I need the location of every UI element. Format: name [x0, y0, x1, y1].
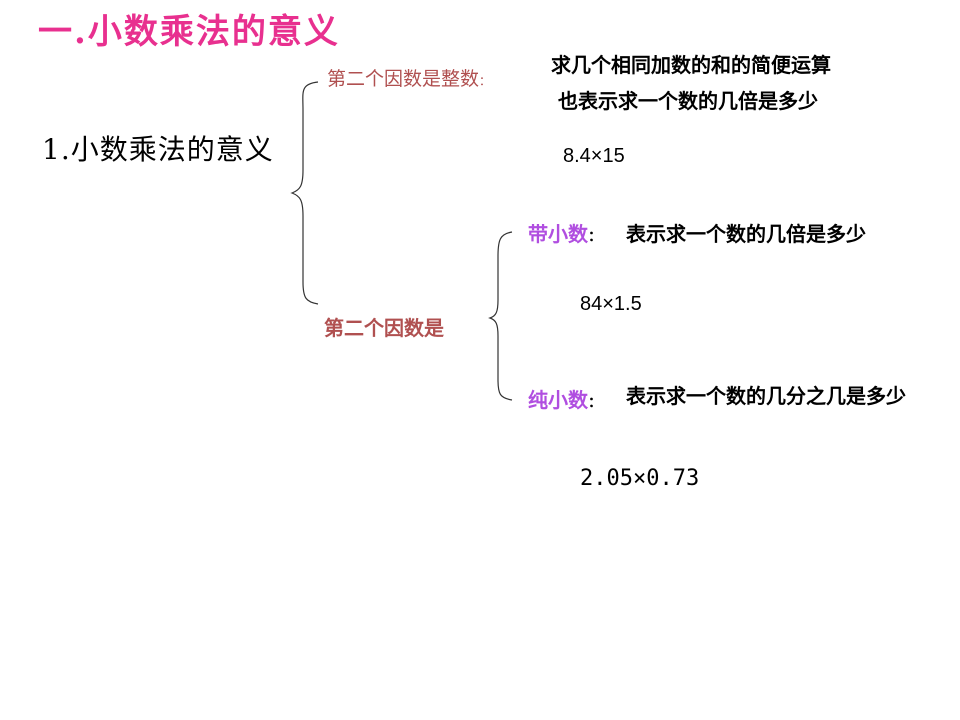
mixed-decimal-label: 带小数： [528, 218, 602, 247]
pure-decimal-colon: ： [588, 395, 602, 411]
mixed-decimal-example: 84×1.5 [580, 293, 642, 315]
branch-integer-label: 第二个因数是整数： [327, 64, 491, 91]
integer-desc-sum: 求几个相同加数的和的简便运算 [551, 53, 831, 77]
slide-title: 一.小数乘法的意义 [38, 12, 340, 52]
mixed-decimal-desc: 表示求一个数的几倍是多少 [626, 222, 866, 246]
branch-decimal-label: 第二个因数是 [324, 316, 444, 340]
branch-integer-colon: ： [479, 74, 492, 88]
main-brace [290, 81, 319, 305]
pure-decimal-text: 纯小数 [528, 388, 588, 412]
sub-brace [488, 231, 513, 401]
integer-example: 8.4×15 [563, 145, 625, 167]
pure-decimal-label: 纯小数： [528, 384, 602, 413]
branch-integer-text: 第二个因数是整数 [327, 68, 480, 90]
main-topic-label: 1.小数乘法的意义 [42, 133, 274, 166]
mixed-decimal-colon: ： [588, 229, 602, 245]
mixed-decimal-text: 带小数 [528, 222, 588, 246]
integer-desc-multiple: 也表示求一个数的几倍是多少 [558, 89, 818, 113]
pure-decimal-example: 2.05×0.73 [580, 466, 700, 491]
pure-decimal-desc: 表示求一个数的几分之几是多少 [626, 384, 906, 408]
